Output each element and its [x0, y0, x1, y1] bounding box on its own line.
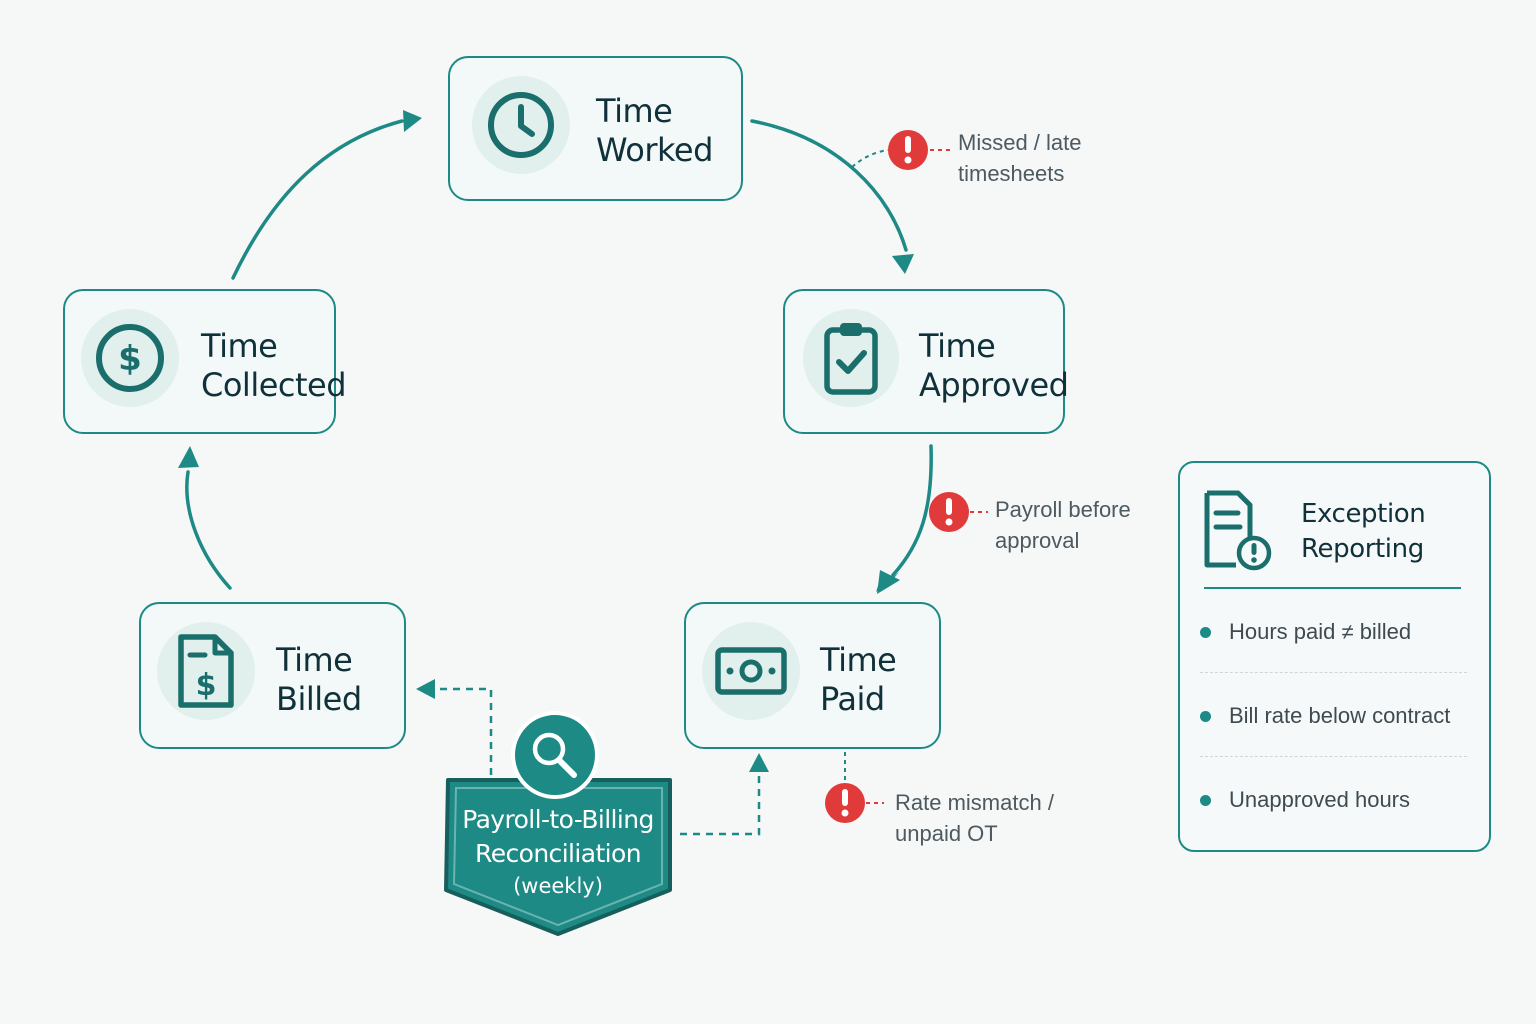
warning-icon [888, 130, 928, 170]
dashed-link-to-paid [680, 772, 761, 836]
reconciliation-badge [444, 778, 672, 936]
banknote-icon [702, 622, 800, 720]
bullet-icon [1200, 710, 1211, 722]
clock-icon [472, 76, 570, 174]
list-item: Unapproved hours [1200, 780, 1410, 820]
magnifier-icon [511, 711, 599, 799]
list-item-text: Bill rate below contract [1229, 703, 1451, 728]
panel-divider [1204, 587, 1461, 589]
list-item-text: Unapproved hours [1229, 787, 1411, 812]
svg-text:$: $ [196, 668, 217, 703]
invoice-dollar-icon: $ [157, 622, 255, 720]
arrowhead-collected [178, 446, 199, 468]
arrowhead-approved [892, 254, 914, 274]
bullet-icon [1200, 626, 1211, 638]
arrowhead-paid-fill [877, 570, 900, 594]
arrow-collected-to-worked [231, 119, 404, 280]
warning-icon [929, 492, 969, 532]
arrowhead-worked [403, 110, 422, 132]
clipboard-check-icon [803, 309, 899, 407]
list-item-text: Hours paid ≠ billed [1229, 619, 1412, 644]
list-separator [1200, 672, 1467, 673]
arrow-billed-to-collected [185, 470, 232, 590]
dashed-arrowhead-paid [749, 753, 769, 772]
dollar-coin-icon: $ [81, 309, 179, 407]
list-separator [1200, 756, 1467, 757]
list-item: Hours paid ≠ billed [1200, 612, 1411, 652]
bullet-icon [1200, 794, 1211, 806]
reconciliation-label: Payroll-to-Billing Reconciliation (weekl… [462, 805, 654, 898]
document-alert-icon [1202, 489, 1274, 578]
dashed-arrowhead-billed [416, 679, 435, 699]
arrow-worked-to-approved [750, 119, 908, 252]
arrow-approved-to-paid [891, 444, 933, 577]
warning-rate-mismatch: Rate mismatch /unpaid OT [895, 790, 1054, 846]
svg-text:$: $ [118, 339, 142, 379]
warning-icon [825, 783, 865, 823]
list-item: Bill rate below contract [1200, 696, 1450, 736]
dashed-link-to-billed [435, 687, 493, 775]
